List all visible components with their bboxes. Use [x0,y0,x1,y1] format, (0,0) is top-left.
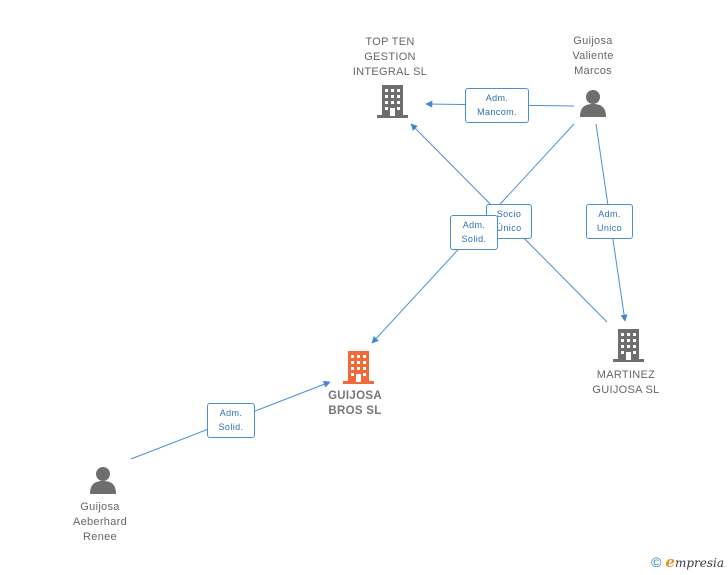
person-icon[interactable] [90,467,116,494]
building-icon-main[interactable] [343,351,374,384]
brand-e: e [665,553,675,571]
edge-label-adm-unico[interactable]: Adm. Unico [586,204,633,239]
building-icon[interactable] [377,85,408,118]
person-icon[interactable] [580,90,606,117]
edge-label-adm-solid-aeberhard[interactable]: Adm. Solid. [207,403,255,438]
edge-label-adm-mancom[interactable]: Adm. Mancom. [465,88,529,123]
node-label-top-ten[interactable]: TOP TEN GESTION INTEGRAL SL [352,36,428,78]
edge-label-adm-solid-valiente[interactable]: Adm. Solid. [450,215,498,250]
copyright-icon: © [651,554,662,570]
node-label-guijosa-bros[interactable]: GUIJOSA BROS SL [328,390,382,417]
node-label-guijosa-aeberhard[interactable]: Guijosa Aeberhard Renee [72,501,128,543]
node-label-martinez-guijosa[interactable]: MARTINEZ GUIJOSA SL [592,369,660,396]
building-icon[interactable] [613,329,644,362]
brand-logo: © empresia [651,553,724,571]
node-label-guijosa-valiente[interactable]: Guijosa Valiente Marcos [572,35,614,77]
brand-name: mpresia [674,556,724,570]
